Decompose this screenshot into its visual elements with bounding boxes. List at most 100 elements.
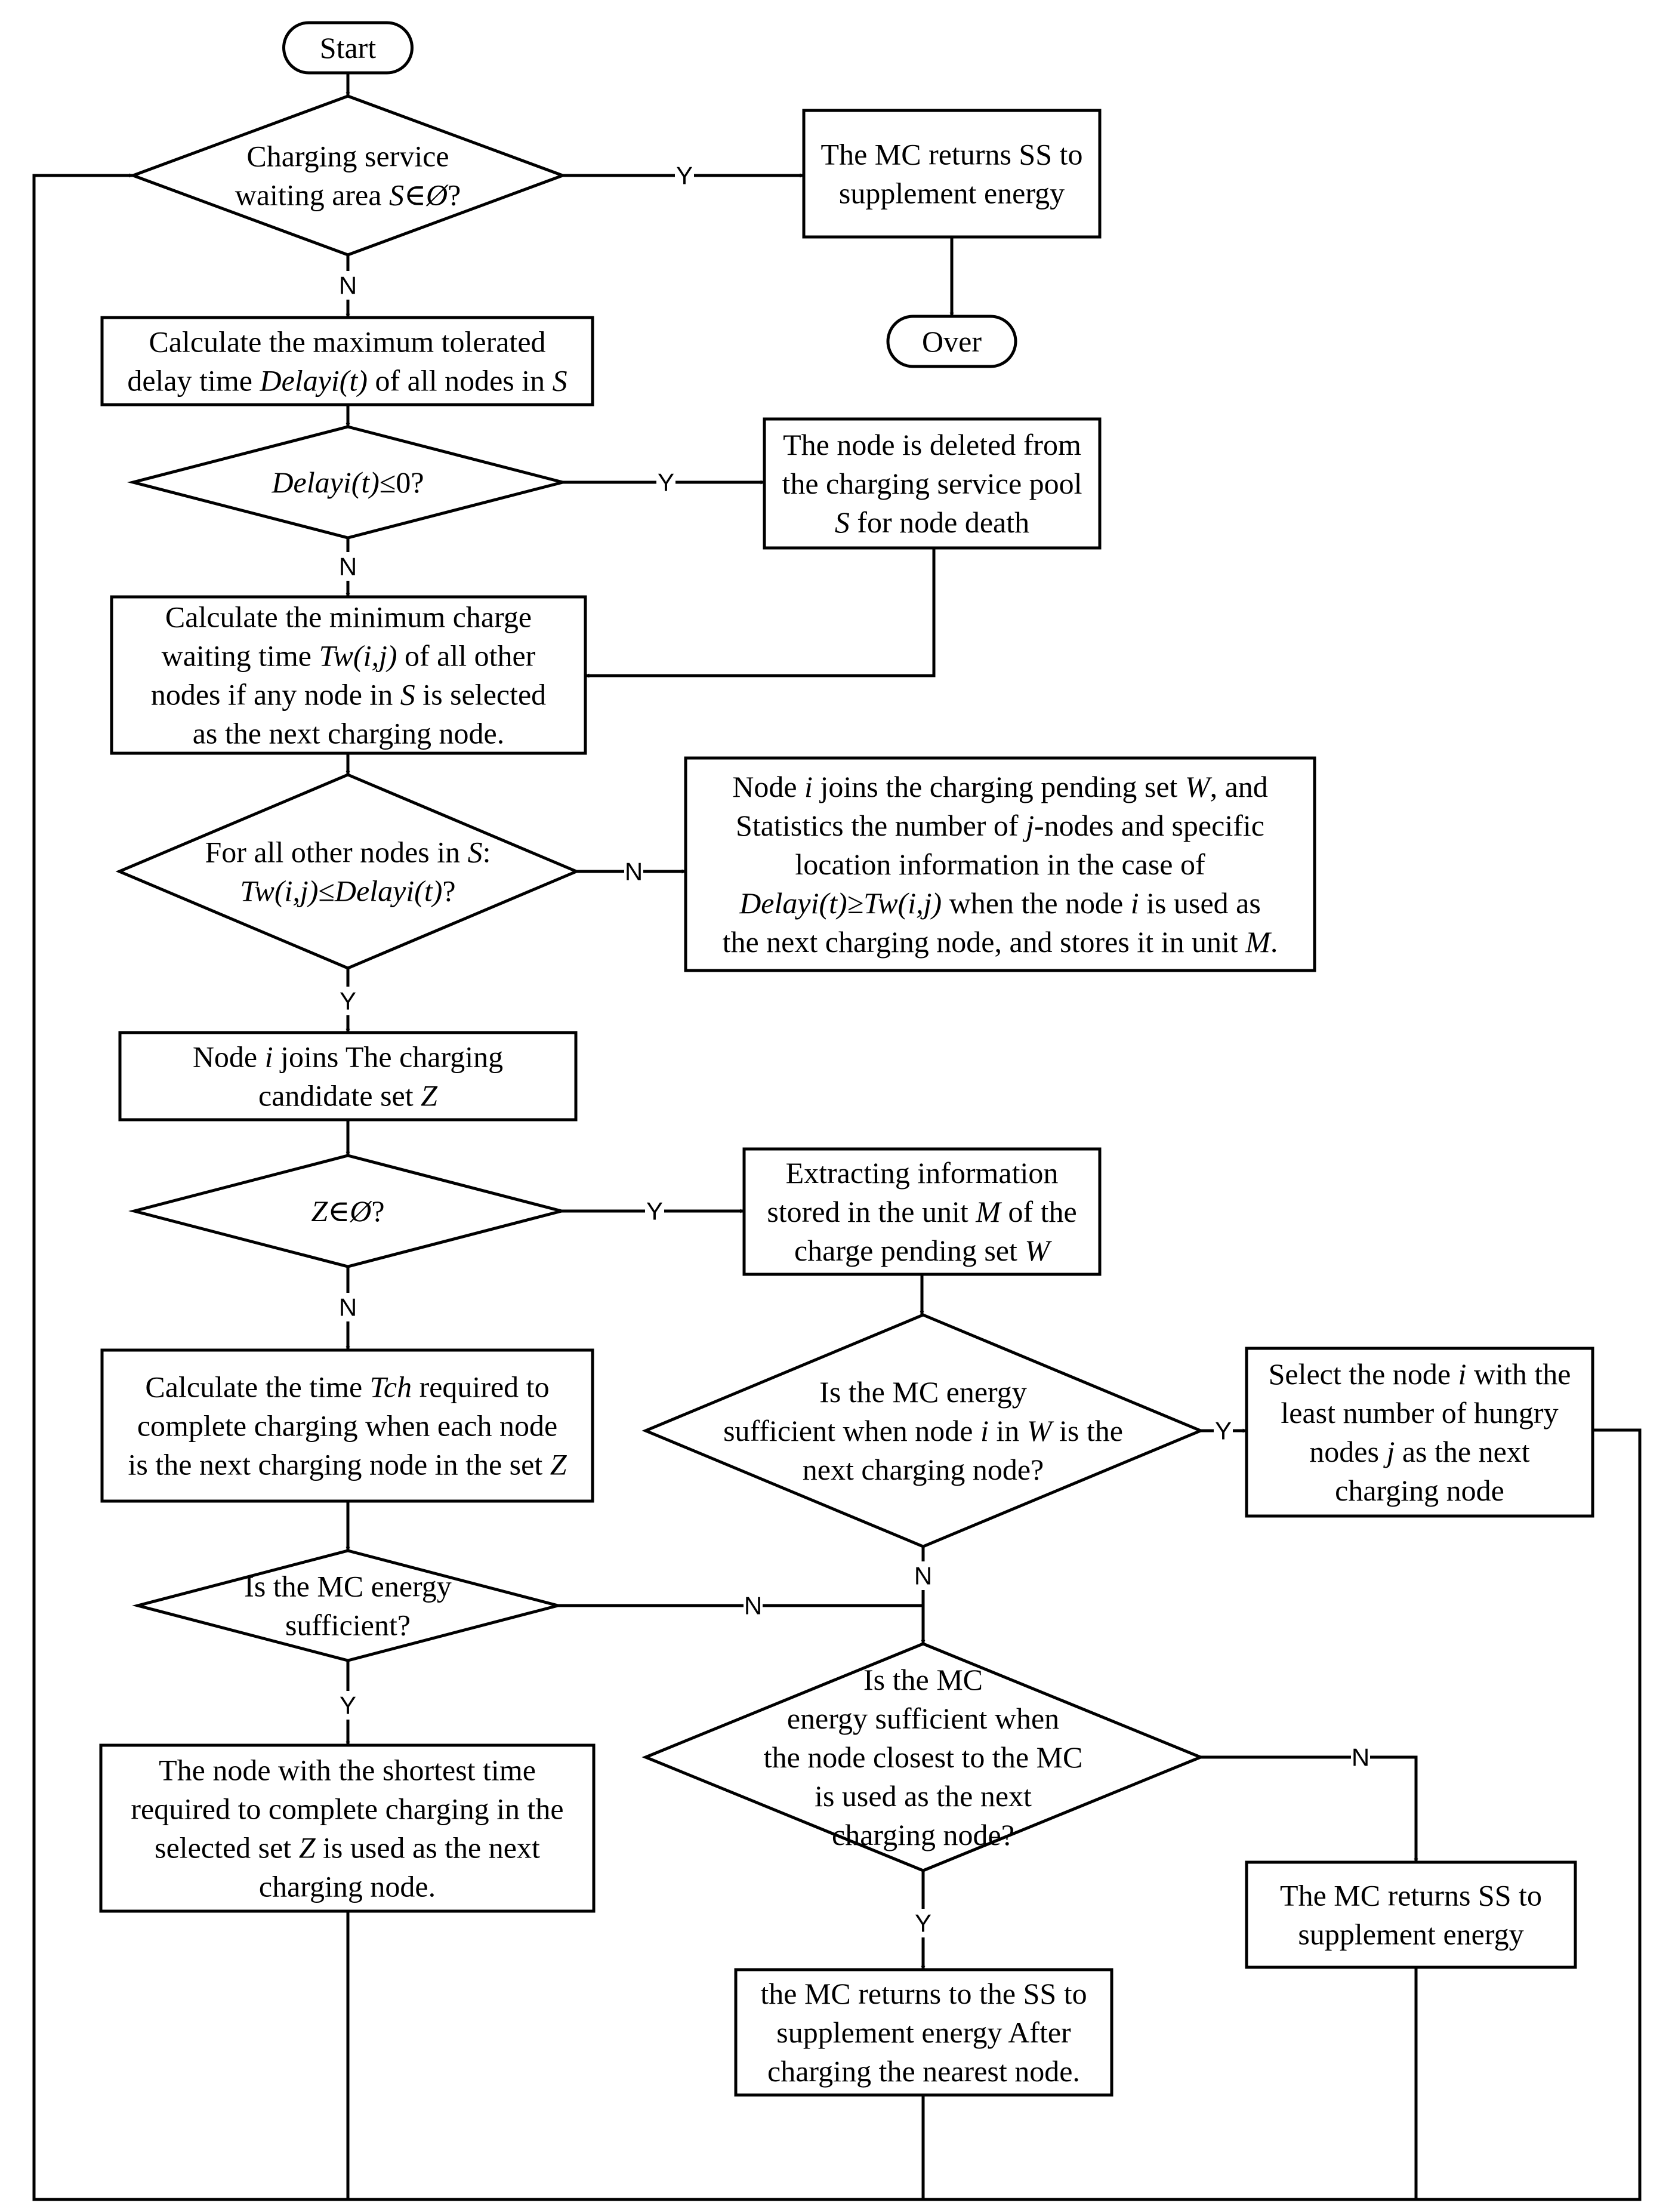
text-segment: i: [980, 1414, 989, 1447]
text-segment: charging node.: [259, 1870, 436, 1903]
node-start: Start: [282, 21, 414, 75]
node-p_calc_tch: Calculate the time Tch required tocomple…: [100, 1348, 594, 1503]
text-segment: charging node: [1335, 1474, 1504, 1507]
edge-label-y: Y: [645, 1197, 664, 1225]
node-text-line: energy sufficient when: [787, 1702, 1059, 1735]
text-segment: Start: [320, 31, 377, 64]
node-text-line: Start: [320, 31, 377, 64]
text-segment: Calculate the maximum tolerated: [149, 325, 545, 359]
edge-label-text: Y: [915, 1909, 931, 1937]
text-segment: W: [1027, 1414, 1054, 1447]
text-segment: in: [989, 1414, 1027, 1447]
node-text-line: delay time Delayi(t) of all nodes in S: [127, 364, 567, 398]
node-p_delete: The node is deleted from the charging ser…: [763, 417, 1102, 550]
text-segment: ≤0?: [380, 466, 424, 499]
edge-label-text: N: [339, 272, 357, 300]
node-text-line: The node with the shortest time: [159, 1754, 536, 1787]
text-segment: when the node: [942, 886, 1131, 920]
text-segment: Delayi(t)≥Tw(i,j): [739, 886, 942, 920]
node-p_extract: Extracting information stored in the unit…: [742, 1147, 1102, 1276]
text-segment: The node is deleted from: [783, 428, 1081, 461]
text-segment: S: [553, 364, 567, 398]
node-text-line: the MC returns to the SS to: [760, 1977, 1087, 2010]
text-segment: The MC returns SS to: [1280, 1879, 1542, 1912]
text-segment: charge pending set: [794, 1234, 1025, 1267]
text-segment: i: [1458, 1357, 1467, 1391]
edge-p_delete-to-p_calc_tw: [585, 548, 936, 678]
text-segment: For all other nodes in: [205, 836, 467, 869]
text-segment: Select the node: [1269, 1357, 1458, 1391]
node-text-line: the next charging node, and stores it in…: [723, 925, 1278, 959]
text-segment: ?: [442, 874, 455, 908]
text-segment: supplement energy After: [776, 2016, 1071, 2049]
text-segment: is the: [1051, 1414, 1122, 1447]
text-segment: Node: [732, 770, 804, 803]
node-text-line: required to complete charging in the: [131, 1792, 563, 1826]
terminal-shape: [886, 315, 1017, 368]
text-segment: The node with the shortest time: [159, 1754, 536, 1787]
edge-label-background: [645, 1197, 664, 1225]
node-text-line: charging node.: [259, 1870, 436, 1903]
text-segment: sufficient when node: [723, 1414, 980, 1447]
text-segment: M: [1245, 925, 1272, 959]
text-segment: the charging service pool: [782, 467, 1082, 500]
text-segment: Delayi(t): [271, 466, 379, 499]
node-text-line: the charging service pool: [782, 467, 1082, 500]
edge-label-text: Y: [658, 469, 674, 497]
text-segment: Z: [299, 1831, 316, 1865]
node-p_calc_delay: Calculate the maximum tolerated delay tim…: [100, 316, 594, 406]
edge-label-y: Y: [1214, 1416, 1233, 1445]
text-segment: required to complete charging in the: [131, 1792, 563, 1826]
text-segment: Is the MC energy: [244, 1570, 452, 1603]
node-text-line: waiting time Tw(i,j) of all other: [162, 639, 536, 673]
edge-label-text: N: [744, 1592, 762, 1620]
text-segment: as the next charging node.: [193, 717, 505, 750]
text-segment: joins the charging pending set: [813, 770, 1185, 803]
edge-label-n: N: [338, 271, 357, 300]
text-segment: Calculate the minimum charge: [165, 600, 532, 634]
node-text-line: the node closest to the MC: [764, 1740, 1083, 1774]
text-segment: Calculate the time: [145, 1370, 369, 1404]
decision-diamond: [115, 773, 581, 970]
text-segment: ≤: [318, 874, 334, 908]
decision-diamond: [127, 425, 569, 540]
text-segment: i: [804, 770, 813, 803]
node-text-line: supplement energy After: [776, 2016, 1071, 2049]
text-segment: waiting time: [162, 639, 319, 673]
text-segment: nodes if any node in: [151, 678, 400, 711]
text-segment: charging node?: [832, 1818, 1014, 1851]
edge-label-n: N: [1351, 1743, 1370, 1772]
edge-label-background: [914, 1561, 933, 1590]
edge-label-background: [1214, 1416, 1233, 1445]
edge-label-text: N: [339, 553, 357, 581]
node-text-line: Charging service: [246, 140, 449, 173]
edge-label-background: [338, 271, 357, 300]
node-text-line: selected set Z is used as the next: [155, 1831, 540, 1865]
text-segment: i: [1131, 886, 1139, 920]
decision-diamond: [641, 1313, 1205, 1548]
node-p_calc_tw: Calculate the minimum charge waiting time…: [110, 595, 587, 755]
node-text-line: supplement energy: [839, 177, 1065, 210]
node-text-line: Calculate the minimum charge: [165, 600, 532, 634]
text-segment: with the: [1466, 1357, 1571, 1391]
text-segment: Z: [421, 1079, 438, 1113]
node-text-line: next charging node?: [803, 1453, 1044, 1486]
text-segment: stored in the unit: [767, 1195, 976, 1228]
decision-diamond: [132, 1549, 564, 1662]
text-segment: as the next: [1395, 1435, 1529, 1468]
node-p_nearest: the MC returns to the SS to supplement en…: [734, 1968, 1113, 2097]
node-text-line: Node i joins the charging pending set W,…: [732, 770, 1268, 803]
process-box: [802, 109, 1102, 239]
process-box: [110, 595, 587, 755]
process-box: [734, 1968, 1113, 2097]
node-text-line: Extracting information: [786, 1156, 1059, 1190]
text-segment: Z∈Ø: [311, 1194, 372, 1228]
edge-label-n: N: [914, 1561, 933, 1590]
text-segment: required to: [412, 1370, 549, 1404]
text-segment: location information in the case of: [795, 848, 1205, 881]
text-segment: is the next charging node in the set: [128, 1448, 550, 1481]
text-segment: charging the nearest node.: [767, 2054, 1080, 2088]
edge-label-text: Y: [1215, 1417, 1232, 1445]
